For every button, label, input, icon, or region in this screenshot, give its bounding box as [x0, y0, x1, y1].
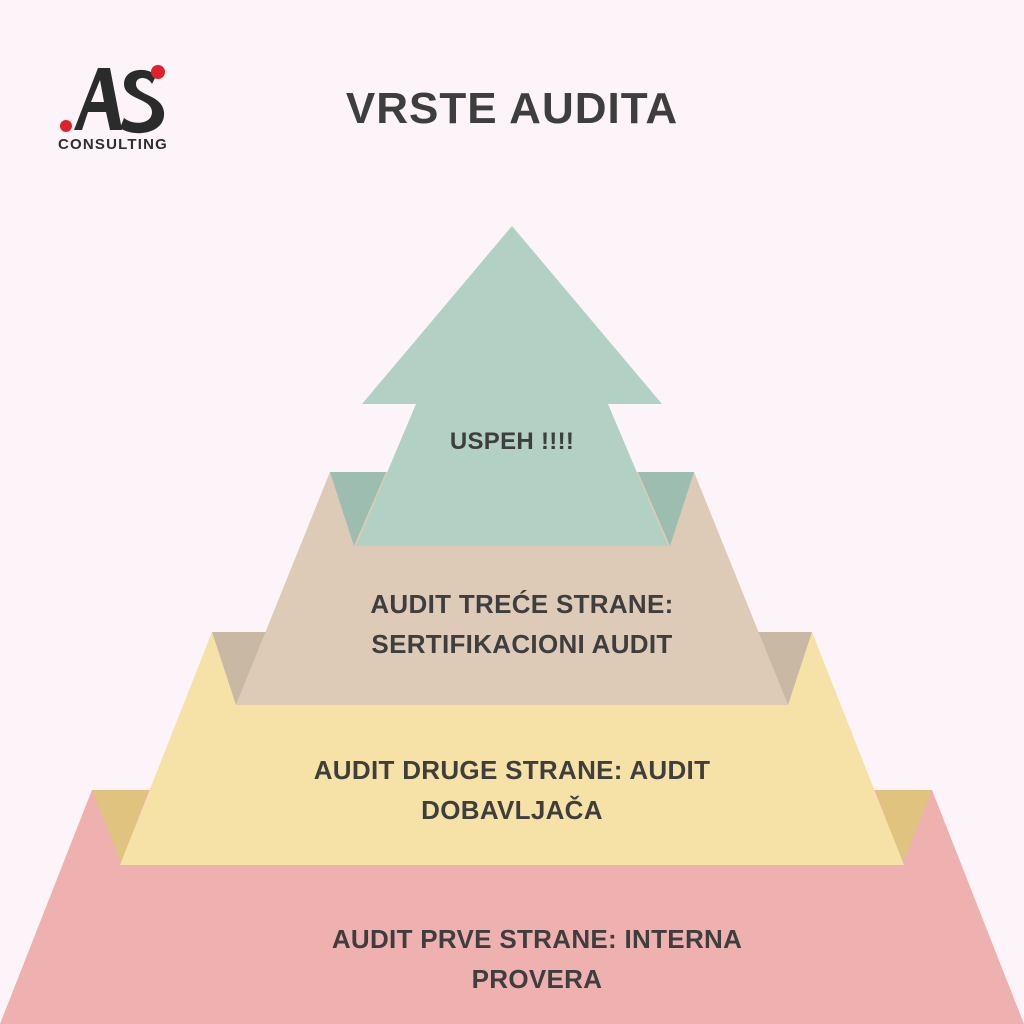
- logo-monogram: [60, 65, 165, 134]
- level-3-label: AUDIT TREĆE STRANE: SERTIFIKACIONI AUDIT: [370, 589, 674, 659]
- page-title: VRSTE AUDITA: [345, 84, 679, 133]
- level-1-left-fold: [92, 790, 148, 865]
- level-4-arrow: [356, 226, 668, 546]
- level-1-label: AUDIT PRVE STRANE: INTERNA PROVERA: [331, 924, 743, 994]
- level-2-right-fold: [758, 632, 812, 705]
- as-consulting-logo: CONSULTING: [52, 62, 174, 158]
- level-4-label: USPEH !!!!: [449, 428, 575, 455]
- level-2-label: AUDIT DRUGE STRANE: AUDIT DOBAVLJAČA: [313, 755, 711, 825]
- level-1-right-fold: [876, 790, 932, 865]
- level-3-left-fold: [330, 472, 386, 546]
- level-2-left-fold: [212, 632, 266, 705]
- logo-text: CONSULTING: [57, 136, 169, 153]
- level-3-right-fold: [638, 472, 694, 546]
